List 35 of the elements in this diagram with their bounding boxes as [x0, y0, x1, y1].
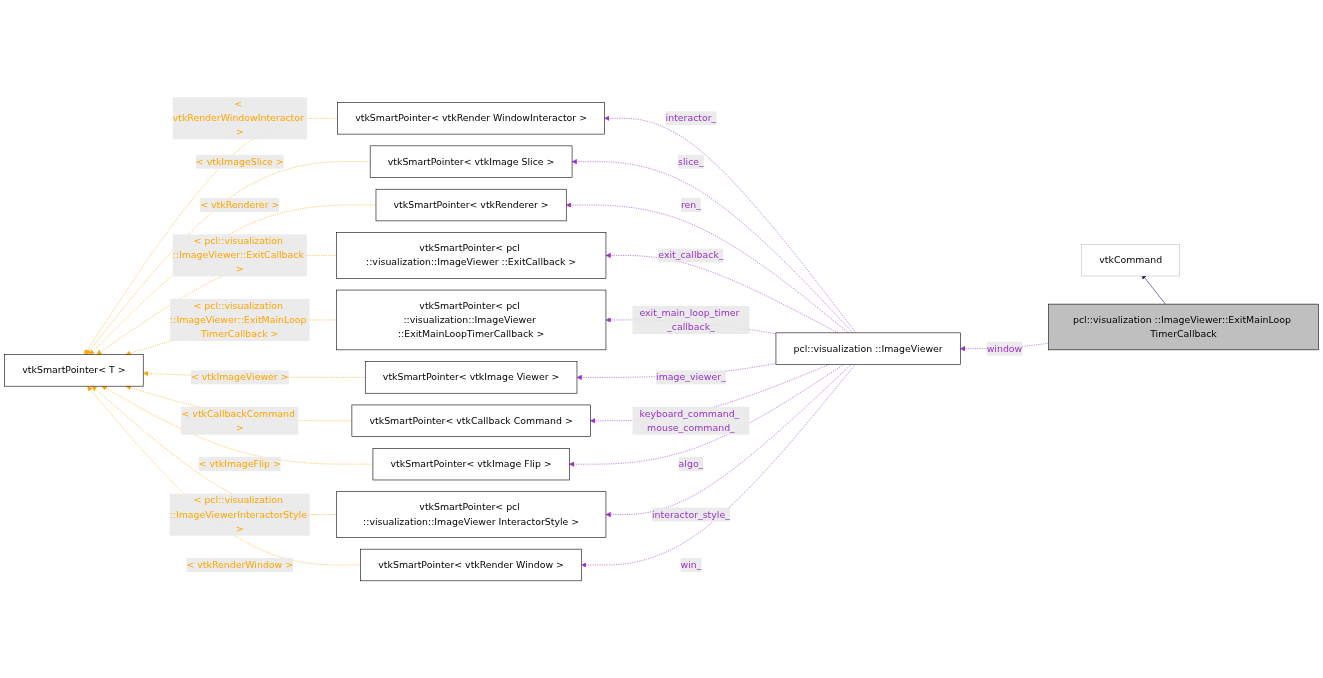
edge-label: window — [986, 342, 1023, 354]
node-box: pcl::visualization ::ImageViewer — [775, 332, 961, 365]
node-box: vtkSmartPointer< vtkRenderer > — [375, 188, 567, 222]
edge-label: < vtkImageSlice > — [195, 155, 284, 167]
edge-label: ren_ — [680, 199, 701, 211]
node-box: vtkSmartPointer< vtkImage Flip > — [372, 448, 570, 481]
node-box: vtkSmartPointer< vtkImage Slice > — [369, 145, 573, 178]
edge-label: exit_callback_ — [658, 249, 724, 261]
node-box: pcl::visualization ::ImageViewer::ExitMainLoop TimerCallback — [1048, 303, 1319, 351]
node-box: vtkSmartPointer< T > — [4, 354, 144, 387]
edge-label: image_viewer_ — [656, 371, 726, 383]
edge-label: < pcl::visualization ::ImageViewer::ExitCallback > — [172, 235, 304, 275]
node-box: vtkSmartPointer< vtkRender Window > — [360, 548, 582, 582]
edge-label: interactor_style_ — [652, 508, 730, 520]
edge-label: interactor_ — [665, 112, 717, 124]
edge-label: < pcl::visualization ::ImageViewerInteractorStyle > — [169, 494, 307, 534]
edge-label: slice_ — [678, 155, 704, 167]
node-box: vtkSmartPointer< pcl ::visualization::ImageViewer ::ExitMainLoopTimerCallback > — [336, 289, 607, 351]
node-box: vtkSmartPointer< pcl ::visualization::ImageViewer ::ExitCallback > — [336, 232, 607, 279]
edge-label: win_ — [680, 559, 702, 571]
edge-label: < vtkImageFlip > — [198, 458, 281, 470]
node-box: vtkCommand — [1081, 244, 1181, 277]
edge-label: < vtkCallbackCommand > — [181, 407, 296, 434]
node-box: vtkSmartPointer< pcl ::visualization::ImageViewer InteractorStyle > — [336, 491, 607, 538]
edge-label: exit_main_loop_timer _callback_ — [639, 307, 740, 333]
node-box: vtkSmartPointer< vtkImage Viewer > — [364, 361, 578, 394]
edge-label: < vtkImageViewer > — [190, 371, 289, 383]
node-box: vtkSmartPointer< vtkRender WindowInteractor > — [337, 102, 605, 135]
edge-label: < pcl::visualization ::ImageViewer::ExitMainLoop TimerCallback > — [170, 300, 307, 340]
node-box: vtkSmartPointer< vtkCallback Command > — [351, 404, 591, 437]
edge-label: < vtkRenderWindowInteractor > — [172, 98, 304, 138]
edge-label: keyboard_command_ mouse_command_ — [639, 407, 740, 434]
edge-label: < vtkRenderer > — [200, 199, 280, 211]
edge-label: < vtkRenderWindow > — [186, 559, 294, 571]
edge-label: algo_ — [678, 458, 704, 470]
